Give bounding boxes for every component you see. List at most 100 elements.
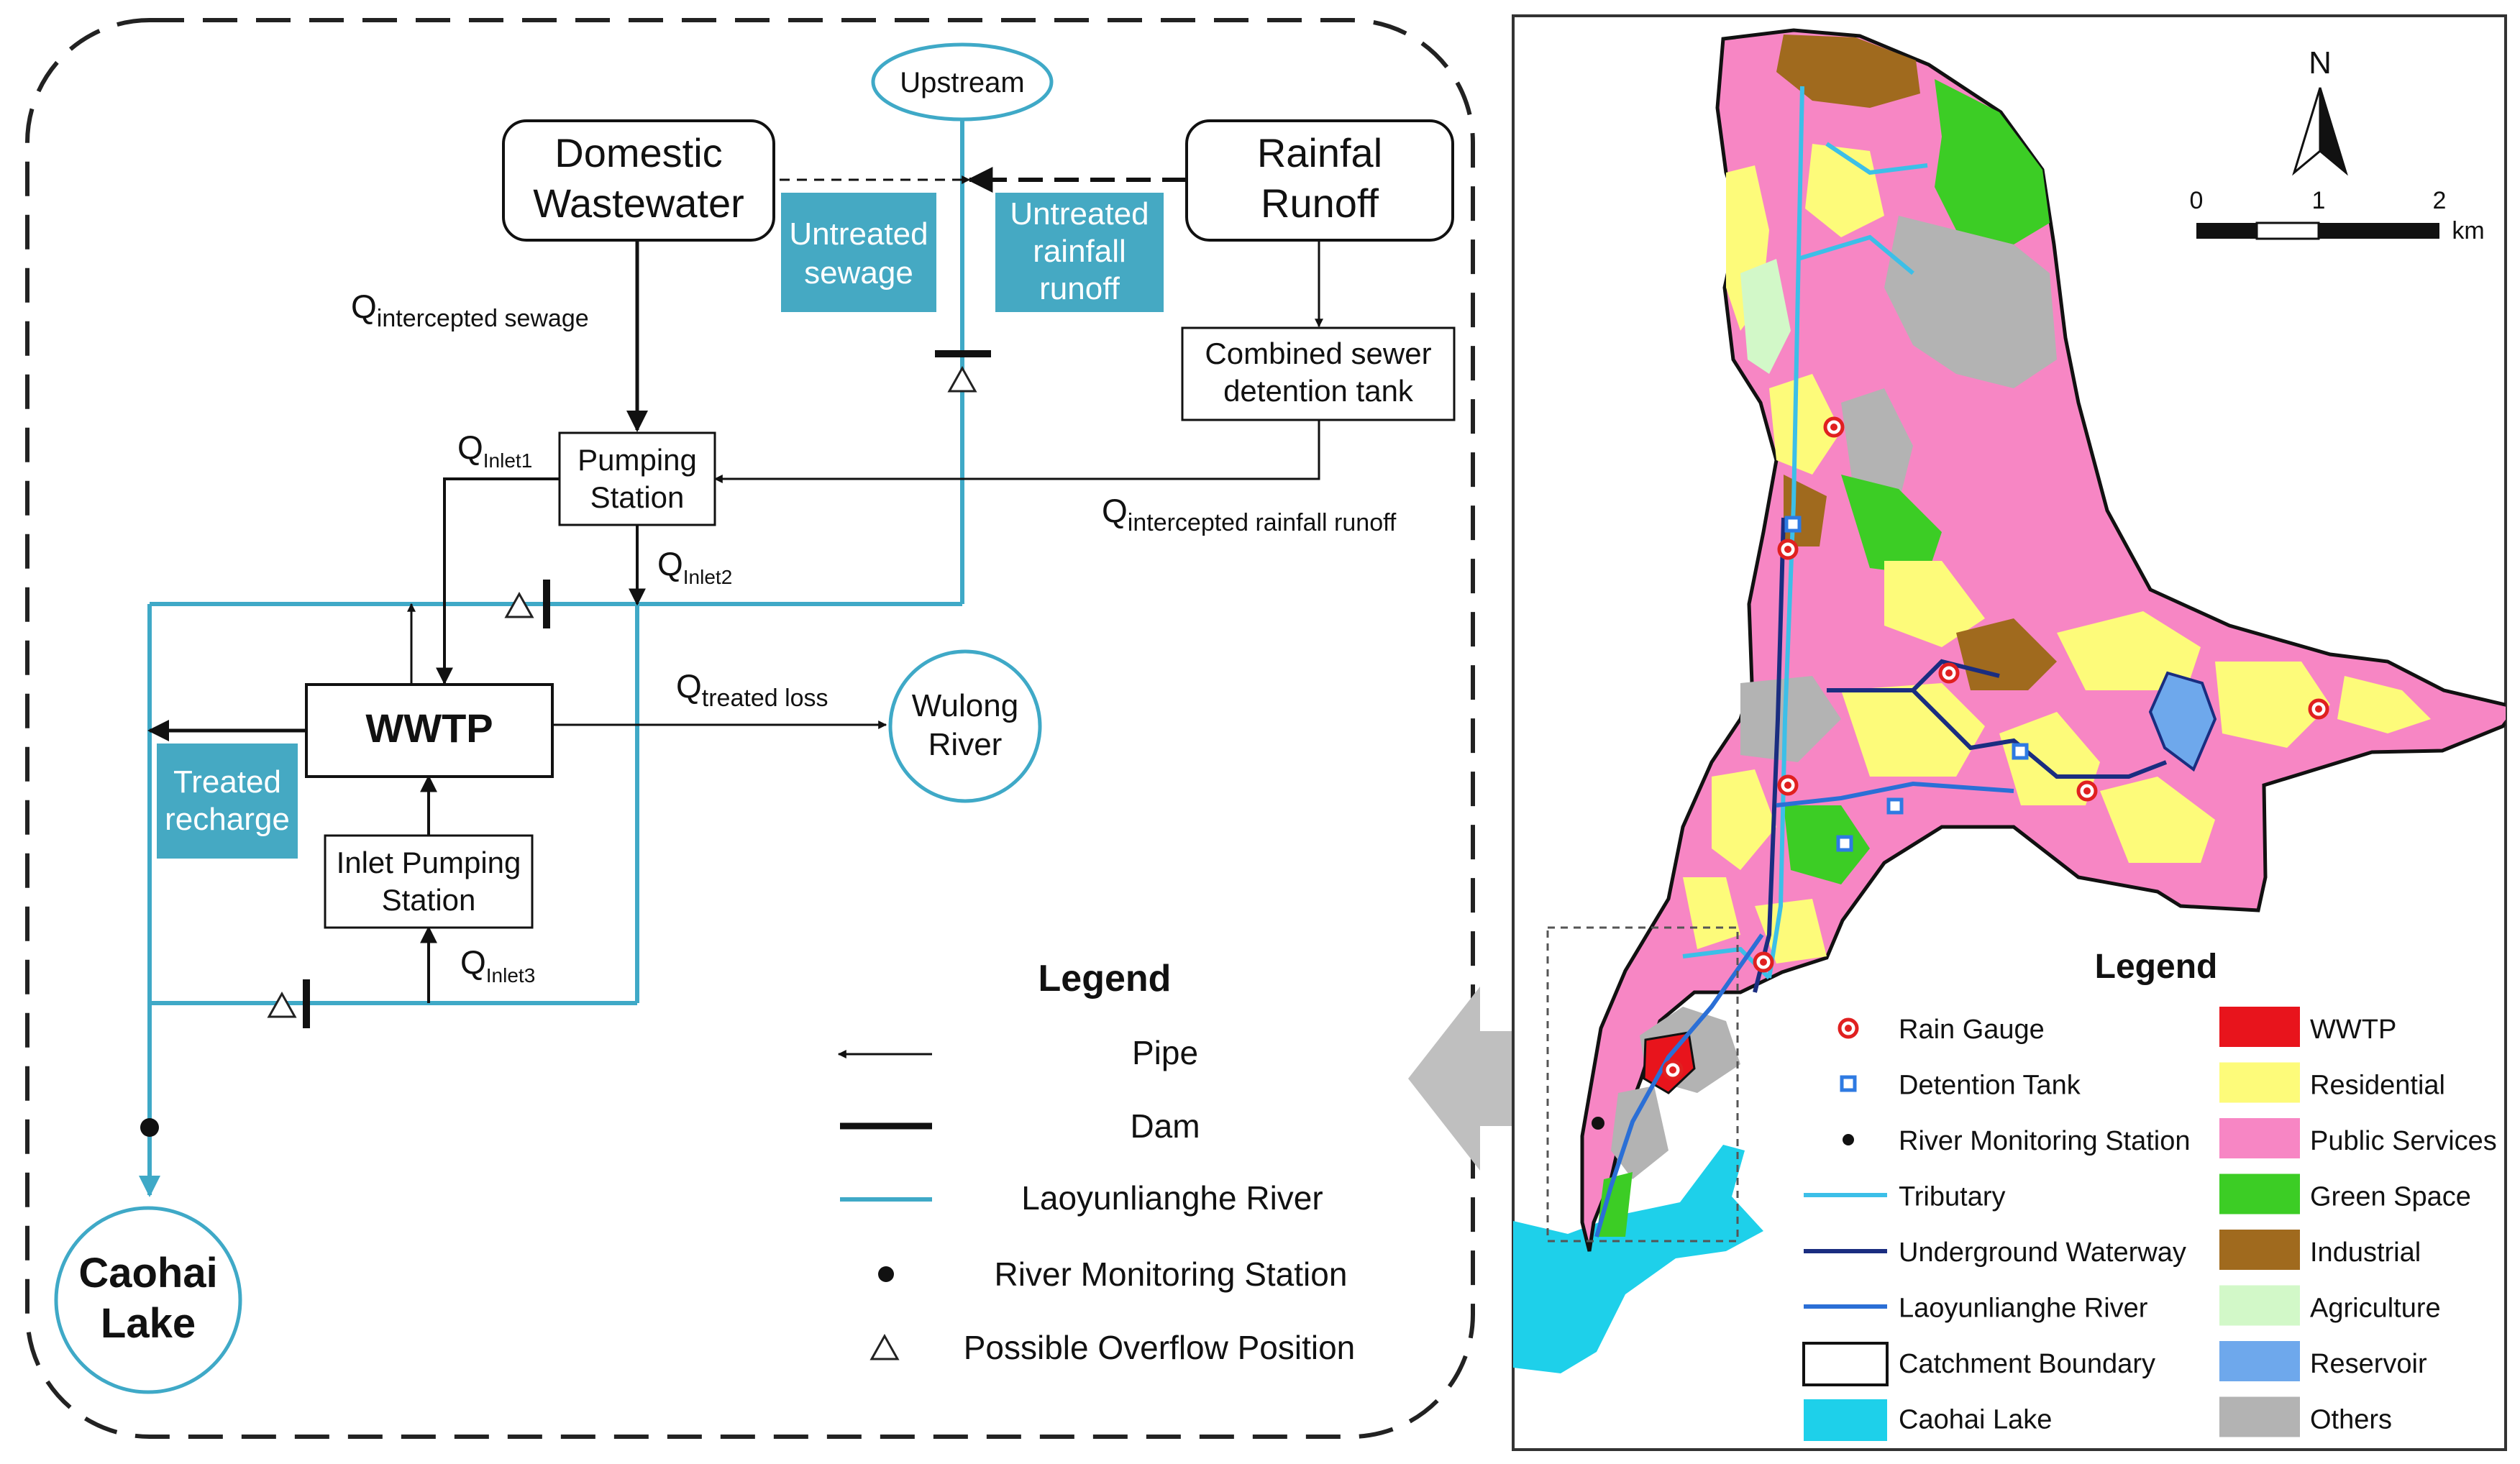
map-legend-swatch: [2219, 1118, 2300, 1158]
map-legend-left-item: River Monitoring Station: [1899, 1126, 2191, 1156]
q-intercepted-sewage: Qintercepted sewage: [351, 288, 589, 332]
scale-2: 2: [2433, 187, 2447, 214]
map-legend-swatch: [2219, 1341, 2300, 1381]
legend-right-swatches: [2219, 1007, 2300, 1437]
pumping-label-1: Pumping: [578, 443, 697, 477]
map-legend-swatch: [2219, 1174, 2300, 1214]
wwtp-box: [305, 683, 554, 778]
q-treated-loss: Qtreated loss: [676, 667, 828, 712]
land-use-patches: [1597, 35, 2431, 1237]
map-legend-right-item: WWTP: [2310, 1015, 2396, 1045]
domestic-label-1: Domestic: [554, 130, 722, 175]
untreated-sewage-label-1: Untreated: [789, 216, 928, 252]
q-inlet3: QInlet3: [460, 943, 535, 987]
inlet-pumping-box: [324, 834, 534, 929]
dashed-frame: [25, 18, 1475, 1439]
detention-tanks: [1784, 516, 2029, 852]
upstream-node: [871, 42, 1054, 122]
river-lines: [139, 119, 964, 1197]
scale-1: 1: [2312, 187, 2326, 214]
wulong-river-node: [888, 649, 1042, 803]
domestic-wastewater-box: [502, 119, 775, 242]
map-legend-right-item: Reservoir: [2310, 1349, 2427, 1379]
zoom-area: [1546, 926, 1739, 1243]
flow-legend-dam: Dam: [1130, 1107, 1200, 1145]
q-inlet1: QInlet1: [457, 429, 532, 472]
flow-diagram: Upstream Domestic Wastewater Rainfal Run…: [25, 18, 1475, 1439]
map-legend-left-item: Laoyunlianghe River: [1899, 1294, 2148, 1324]
map-legend-right-item: Agriculture: [2310, 1294, 2441, 1324]
untreated-sewage-box: [781, 193, 936, 312]
map-legend-left-item: Caohai Lake: [1899, 1405, 2052, 1435]
cso-label-2: detention tank: [1223, 374, 1414, 408]
wulong-label-2: River: [928, 727, 1003, 762]
flow-legend-overflow: Possible Overflow Position: [964, 1329, 1356, 1366]
scale-bar: 0 1 2 km: [2190, 187, 2485, 244]
pumping-station-box: [558, 431, 716, 526]
map-legend-left-item: Detention Tank: [1899, 1071, 2081, 1101]
legend-left-symbols: [1802, 1017, 1889, 1441]
domestic-label-2: Wastewater: [533, 180, 744, 226]
map-legend-right-item: Green Space: [2310, 1182, 2471, 1212]
wwtp-label: WWTP: [365, 705, 493, 751]
map-legend-swatch: [2219, 1285, 2300, 1326]
catchment-map: N 0 1 2 km Legend: [1512, 14, 2507, 1451]
pipes: [147, 167, 1323, 1003]
caohai-lake-area: [1513, 1145, 1763, 1373]
cso-label-1: Combined sewer: [1205, 337, 1431, 370]
untreated-rainfall-box: [995, 193, 1164, 312]
map-legend-left-item: Catchment Boundary: [1899, 1349, 2155, 1379]
map-legend-swatch: [2219, 1007, 2300, 1047]
north-label: N: [2309, 45, 2332, 81]
scale-0: 0: [2190, 187, 2204, 214]
north-arrow: N: [2292, 45, 2348, 176]
map-legend-right-item: Industrial: [2310, 1237, 2421, 1268]
untreated-rainfall-label-1: Untreated: [1010, 196, 1149, 232]
overflow-markers: [267, 365, 977, 1018]
upstream-label: Upstream: [900, 67, 1024, 99]
map-legend-right-item: Public Services: [2310, 1126, 2497, 1156]
map-legend-swatch: [2219, 1062, 2300, 1103]
map-legend-right-item: Others: [2310, 1405, 2392, 1435]
untreated-rainfall-label-2: rainfall: [1033, 234, 1126, 269]
treated-label-2: recharge: [165, 802, 290, 837]
q-intercepted-rainfall-runoff: Qintercepted rainfall runoff: [1102, 492, 1397, 536]
flow-legend-river: Laoyunlianghe River: [1021, 1179, 1323, 1217]
caohai-label-1: Caohai: [78, 1250, 217, 1296]
map-legend-swatch: [2219, 1396, 2300, 1437]
map-monitoring-station: [1592, 1117, 1604, 1130]
treated-recharge-box: [157, 744, 298, 859]
flow-legend: Legend Pipe Dam Laoyunlianghe River Rive…: [837, 958, 1356, 1366]
rain-gauges: [1662, 416, 2329, 1081]
rainfall-label-1: Rainfal: [1257, 130, 1382, 175]
monitoring-station-dot: [140, 1118, 159, 1137]
rainfall-runoff-box: [1185, 119, 1454, 242]
untreated-sewage-label-2: sewage: [804, 255, 913, 290]
pumping-label-2: Station: [590, 480, 685, 514]
flow-legend-station: River Monitoring Station: [995, 1255, 1348, 1293]
laoyunlianghe-line: [1594, 781, 2014, 1237]
q-inlet2: QInlet2: [657, 545, 732, 588]
scale-unit: km: [2452, 217, 2484, 244]
map-legend-left-item: Rain Gauge: [1899, 1015, 2045, 1045]
detention-tank-box: [1181, 326, 1456, 421]
flow-legend-title: Legend: [1038, 958, 1172, 999]
wulong-label-1: Wulong: [912, 688, 1018, 723]
treated-label-1: Treated: [173, 764, 281, 800]
map-legend-right-item: Residential: [2310, 1071, 2445, 1101]
inlet-pump-label-2: Station: [382, 883, 476, 917]
map-legend-title: Legend: [2095, 948, 2218, 986]
inlet-pump-label-1: Inlet Pumping: [337, 846, 521, 879]
tributary-line: [1682, 86, 1928, 980]
map-legend-swatch: [2219, 1230, 2300, 1270]
untreated-rainfall-label-3: runoff: [1039, 271, 1120, 306]
caohai-lake-node: [54, 1206, 242, 1394]
map-legend-left-item: Underground Waterway: [1899, 1237, 2186, 1268]
caohai-label-2: Lake: [101, 1300, 196, 1347]
rainfall-label-2: Runoff: [1261, 180, 1379, 226]
flow-legend-pipe: Pipe: [1132, 1034, 1198, 1071]
